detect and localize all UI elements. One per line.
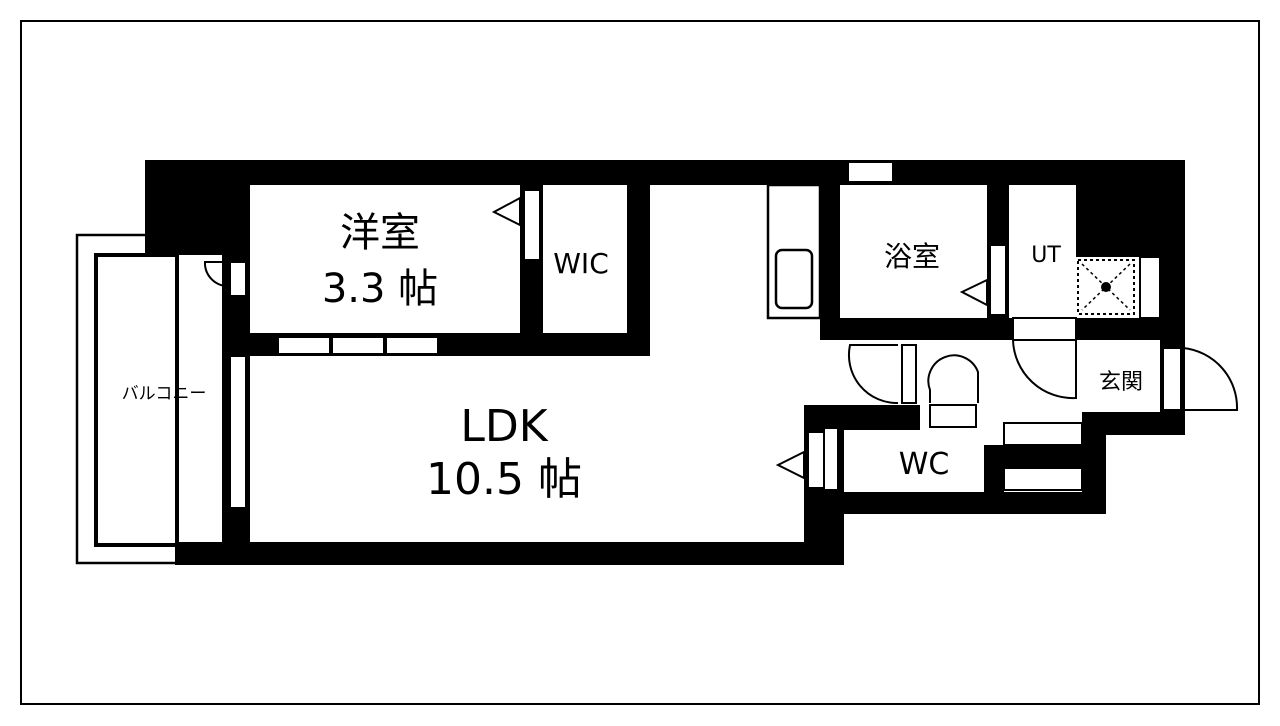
door-swings xyxy=(203,261,1239,428)
arrow-bath xyxy=(959,278,988,307)
door-wc-2 xyxy=(823,427,839,491)
swing-wc xyxy=(927,354,979,403)
floor-ut xyxy=(1009,185,1076,318)
door-western-wic xyxy=(523,189,541,261)
closet-door-3 xyxy=(385,336,439,355)
label-ldk-name: LDK xyxy=(460,401,548,452)
door-bath xyxy=(989,244,1007,316)
door-arrows xyxy=(491,196,988,480)
frame-border xyxy=(20,20,1260,705)
floor-ldk xyxy=(250,356,804,542)
wall-bottom-ldk xyxy=(175,542,827,565)
kitchen-sink-icon xyxy=(774,248,814,310)
label-balcony: バルコニー xyxy=(122,384,207,404)
wall-ut-right-block xyxy=(1076,185,1160,257)
wall-right-step xyxy=(1082,412,1185,435)
floor-bath xyxy=(840,185,987,318)
label-ut: UT xyxy=(1031,243,1061,268)
door-wc xyxy=(807,431,825,489)
entrance-fixtures xyxy=(1003,256,1161,491)
arrow-western xyxy=(491,196,521,227)
step-2 xyxy=(1003,467,1083,491)
label-entrance: 玄関 xyxy=(1099,370,1143,395)
label-wc: WC xyxy=(899,447,950,482)
arrow-ldk xyxy=(775,450,805,480)
wall-entrance-bottom xyxy=(1004,445,1084,467)
wall-bath-left xyxy=(820,185,840,340)
wc-door-leaf xyxy=(929,404,977,428)
window-ldk-left xyxy=(229,355,247,509)
wall-top xyxy=(145,160,1185,185)
floor-entrance xyxy=(1082,340,1160,412)
balcony xyxy=(75,233,179,565)
floor-wic xyxy=(543,185,627,333)
door-entrance xyxy=(1162,347,1182,411)
label-western-room-name: 洋室 xyxy=(340,210,420,256)
wall-topleft-block xyxy=(145,160,250,255)
swing-entrance xyxy=(1182,347,1239,411)
swing-ut xyxy=(1012,339,1077,400)
washer-diag-1 xyxy=(1081,263,1131,311)
ut-side-panel xyxy=(1139,256,1161,319)
washing-machine-pan xyxy=(1077,259,1135,315)
swing-western xyxy=(203,261,229,288)
label-western-room-size: 3.3 帖 xyxy=(322,266,438,312)
closet-doors xyxy=(277,336,439,355)
sliding-doors xyxy=(523,189,1182,491)
windows xyxy=(229,161,894,509)
label-wic: WIC xyxy=(553,247,609,280)
balcony-rail-inner xyxy=(94,253,179,547)
floor-wc xyxy=(864,430,984,492)
closet-door-1 xyxy=(277,336,331,355)
door-hall xyxy=(901,344,917,404)
window-bath-top xyxy=(847,161,894,183)
label-bath: 浴室 xyxy=(884,240,940,273)
ut-door-panel xyxy=(1012,317,1077,341)
swing-hall xyxy=(847,344,899,405)
kitchen xyxy=(766,183,822,320)
closet-door-2 xyxy=(331,336,385,355)
washer-diag-2 xyxy=(1081,263,1131,311)
floor-western-room xyxy=(250,185,520,333)
wall-wc-bottom xyxy=(804,492,1106,514)
label-ldk-size: 10.5 帖 xyxy=(426,454,582,505)
step-1 xyxy=(1003,422,1083,446)
window-western-left xyxy=(229,261,247,297)
